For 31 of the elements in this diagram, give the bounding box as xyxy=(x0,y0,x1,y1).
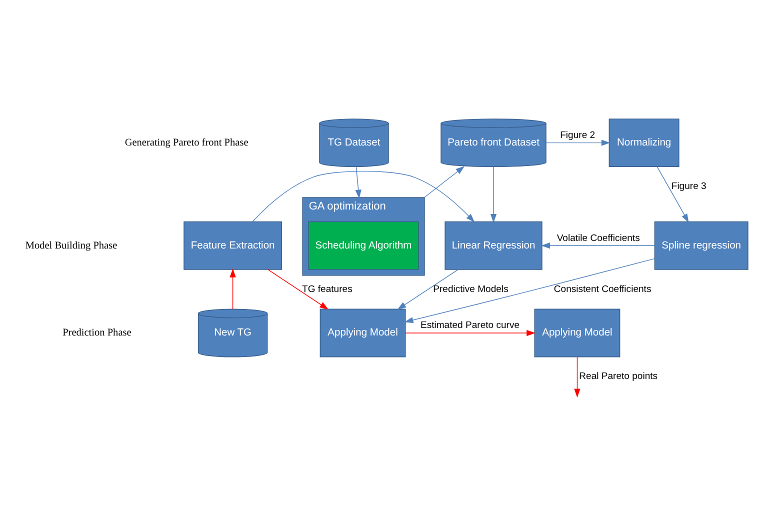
label: Model Building Phase xyxy=(25,240,118,251)
node-box: Linear Regression xyxy=(444,220,542,270)
edge-label: Estimated Pareto curve xyxy=(420,320,520,331)
edge-label: Figure 3 xyxy=(671,180,706,192)
label: Generating Pareto front Phase xyxy=(124,137,248,148)
arrow xyxy=(252,170,475,222)
arrow xyxy=(574,356,580,398)
arrow xyxy=(355,166,362,198)
arrow xyxy=(546,139,610,146)
arrow xyxy=(541,242,656,248)
edge-label: Volatile Coefficients xyxy=(556,232,640,244)
arrow xyxy=(230,268,236,309)
node-box: Applying Model xyxy=(320,308,406,357)
edge-label: Consistent Coefficients xyxy=(554,283,652,294)
node-box: Spline regression xyxy=(654,220,748,270)
node-box: Feature Extraction xyxy=(184,220,282,270)
arrow xyxy=(424,166,465,198)
node-box: Applying Model xyxy=(534,308,620,357)
arrow xyxy=(397,268,458,310)
label: Prediction Phase xyxy=(62,327,132,338)
arrow xyxy=(404,258,655,323)
edge-label: Figure 2 xyxy=(560,129,596,140)
edge-label: TG features xyxy=(302,283,352,294)
node-box: Scheduling Algorithm xyxy=(308,220,419,270)
arrow xyxy=(656,166,689,222)
arrow xyxy=(268,268,329,310)
arrow xyxy=(490,166,497,222)
edge-label: Predictive Models xyxy=(433,283,508,294)
node-box: Normalizing xyxy=(608,118,680,167)
arrow xyxy=(405,329,536,336)
edge-label: Real Pareto points xyxy=(579,370,658,382)
